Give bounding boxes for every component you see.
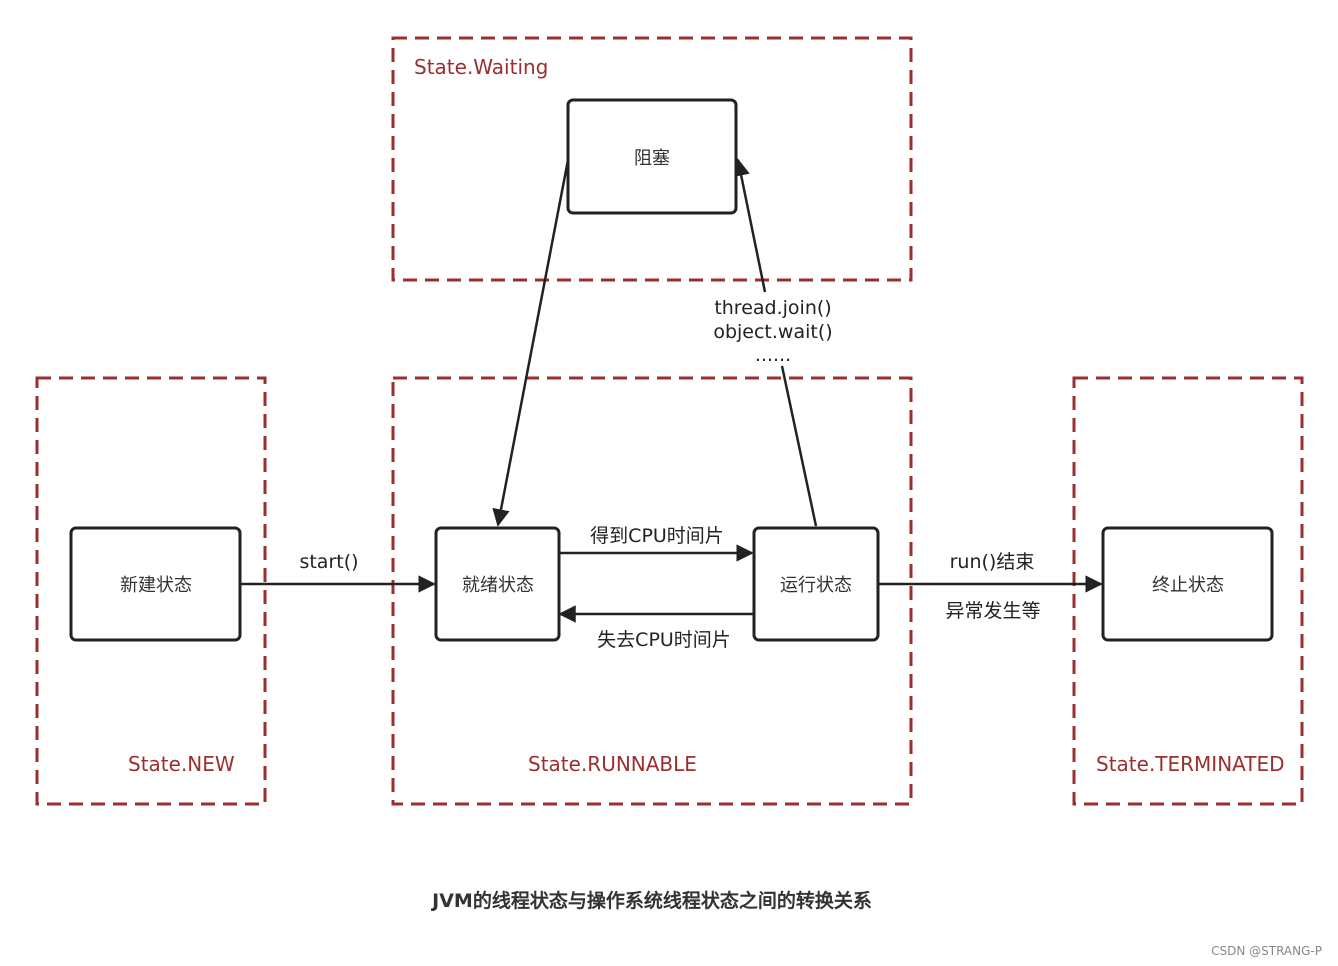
edge-wait-label-1: thread.join() — [714, 297, 831, 319]
group-waiting — [391, 36, 913, 282]
edge-wait-label-2: object.wait() — [713, 321, 832, 343]
node-ready-label: 就绪状态 — [462, 575, 534, 596]
node-terminated-label: 终止状态 — [1152, 575, 1224, 596]
group-waiting-label: State.Waiting — [414, 55, 548, 79]
watermark: CSDN @STRANG-P — [1211, 944, 1322, 958]
group-terminated — [1072, 376, 1304, 806]
node-new-label: 新建状态 — [120, 575, 192, 596]
edge-start-label: start() — [299, 551, 358, 573]
edge-run-end-label-1: run()结束 — [950, 551, 1035, 573]
group-terminated-label: State.TERMINATED — [1096, 752, 1285, 776]
edge-running-to-blocked-upper — [732, 158, 767, 293]
group-new-label: State.NEW — [128, 752, 235, 776]
node-running-label: 运行状态 — [780, 575, 852, 596]
edge-lose-cpu-label: 失去CPU时间片 — [597, 629, 731, 651]
group-runnable-label: State.RUNNABLE — [528, 752, 697, 776]
node-new — [69, 526, 242, 642]
diagram-caption: JVM的线程状态与操作系统线程状态之间的转换关系 — [430, 889, 872, 912]
edge-run-end-label-2: 异常发生等 — [945, 600, 1040, 622]
edge-wait-label-3: ...... — [755, 344, 791, 366]
group-new — [35, 376, 267, 806]
edge-get-cpu-label: 得到CPU时间片 — [590, 525, 724, 547]
node-blocked-label: 阻塞 — [634, 148, 670, 169]
edge-blocked-to-ready — [492, 159, 570, 527]
group-runnable — [391, 376, 913, 806]
node-blocked — [566, 98, 738, 215]
node-ready — [434, 526, 561, 642]
node-terminated — [1101, 526, 1274, 642]
node-running — [752, 526, 880, 642]
edge-running-to-blocked-lower — [780, 365, 818, 527]
